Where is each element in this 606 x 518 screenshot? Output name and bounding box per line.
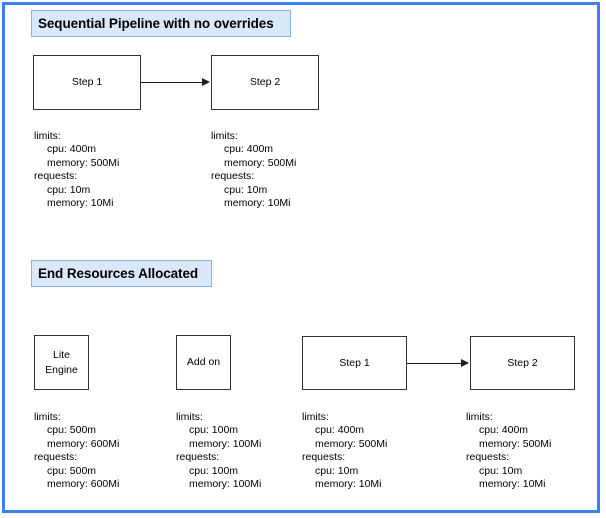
requests-memory: memory: 10Mi [479,478,546,491]
requests-memory: memory: 10Mi [224,197,291,210]
arrow-step1-to-step2-end-head-icon [461,359,469,367]
resource-spec-step-1-pipeline: limits: cpu: 400m memory: 500Mi requests… [34,130,119,210]
limits-memory: memory: 500Mi [224,156,297,169]
node-label: Step 1 [71,76,103,88]
section-title-end-resources-allocated: End Resources Allocated [31,260,212,287]
limits-cpu: cpu: 400m [315,424,365,437]
limits-key: limits: [34,411,61,423]
limits-cpu: cpu: 500m [47,424,97,437]
node-step-1-pipeline[interactable]: Step 1 [33,55,141,110]
node-step-1-end[interactable]: Step 1 [302,336,407,390]
requests-memory: memory: 10Mi [47,197,114,210]
limits-memory: memory: 600Mi [47,437,120,450]
resource-spec-add-on: limits: cpu: 100m memory: 100Mi requests… [176,411,261,491]
node-label-line-2: Engine [45,363,78,376]
resource-spec-step-1-end: limits: cpu: 400m memory: 500Mi requests… [302,411,387,491]
requests-memory: memory: 600Mi [47,478,120,491]
requests-key: requests: [211,170,255,183]
limits-cpu: cpu: 400m [479,424,529,437]
node-label-line-1: Lite [53,348,70,361]
requests-cpu: cpu: 10m [47,183,91,196]
limits-cpu: cpu: 100m [189,424,239,437]
limits-cpu: cpu: 400m [224,143,274,156]
node-label: Add on [186,356,221,368]
limits-memory: memory: 100Mi [189,437,262,450]
node-step-2-end[interactable]: Step 2 [470,336,575,390]
resource-spec-step-2-end: limits: cpu: 400m memory: 500Mi requests… [466,411,551,491]
requests-memory: memory: 10Mi [315,478,382,491]
node-label: Step 2 [507,356,538,369]
requests-memory: memory: 100Mi [189,478,262,491]
node-label: Step 1 [339,356,370,369]
requests-key: requests: [466,451,510,464]
limits-key: limits: [176,411,203,423]
section-title-sequential-pipeline: Sequential Pipeline with no overrides [31,10,291,37]
arrow-step1-to-step2-line [141,82,203,84]
resource-spec-step-2-pipeline: limits: cpu: 400m memory: 500Mi requests… [211,130,296,210]
arrow-step1-to-step2-head-icon [202,78,210,86]
requests-cpu: cpu: 10m [315,464,359,477]
limits-key: limits: [211,130,238,142]
requests-cpu: cpu: 500m [47,464,97,477]
requests-key: requests: [302,451,346,464]
requests-key: requests: [176,451,220,464]
limits-memory: memory: 500Mi [47,156,120,169]
arrow-step1-to-step2-end-line [407,363,462,365]
requests-cpu: cpu: 100m [189,464,239,477]
limits-key: limits: [466,411,493,423]
node-label: Step 2 [249,76,281,88]
node-add-on[interactable]: Add on [176,335,231,390]
requests-key: requests: [34,451,78,464]
requests-cpu: cpu: 10m [224,183,268,196]
limits-memory: memory: 500Mi [315,437,388,450]
node-step-2-pipeline[interactable]: Step 2 [211,55,319,110]
resource-spec-lite-engine: limits: cpu: 500m memory: 600Mi requests… [34,411,119,491]
limits-memory: memory: 500Mi [479,437,552,450]
requests-cpu: cpu: 10m [479,464,523,477]
limits-cpu: cpu: 400m [47,143,97,156]
node-lite-engine[interactable]: Lite Engine [34,335,89,390]
limits-key: limits: [34,130,61,142]
requests-key: requests: [34,170,78,183]
limits-key: limits: [302,411,329,423]
